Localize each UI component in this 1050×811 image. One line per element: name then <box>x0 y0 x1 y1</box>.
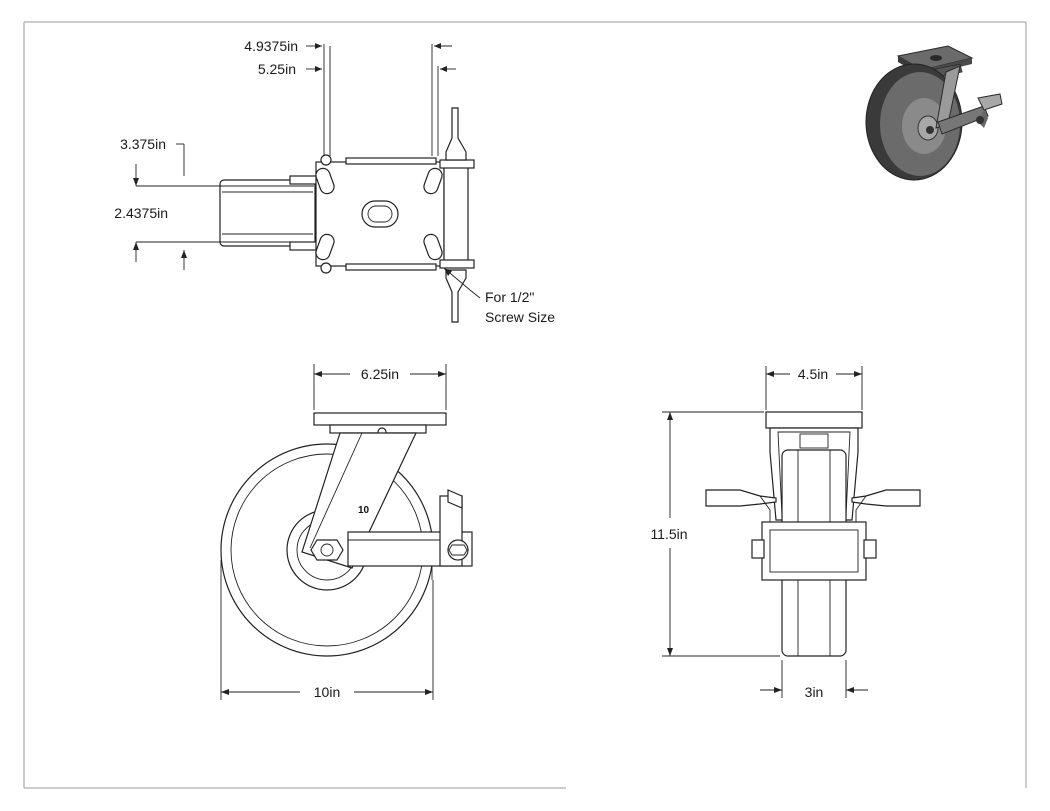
dim-wheel-width: 3in <box>805 684 824 700</box>
dim-overall-height: 11.5in <box>650 526 687 542</box>
isometric-render <box>865 45 1003 181</box>
dim-top-plate-width: 6.25in <box>361 366 399 382</box>
plate-slot <box>423 233 443 261</box>
side-view: 10 6.25in 10in <box>220 364 473 700</box>
screw-note-line2: Screw Size <box>485 309 555 325</box>
top-view: 4.9375in 5.25in 3.375in 2.4375in For 1/2… <box>114 38 555 325</box>
screw-note-line1: For 1/2" <box>485 289 534 305</box>
front-axle-housing <box>761 521 867 581</box>
dim-plate-hole-spacing-short: 2.4375in <box>114 205 168 221</box>
top-view-wheel <box>219 179 316 247</box>
dim-wheel-diameter: 10in <box>314 684 340 700</box>
front-view: 4.5in 11.5in 3in <box>650 366 921 700</box>
plate-slot <box>315 167 335 195</box>
sheet-border <box>23 21 1027 789</box>
plate-slot <box>423 167 443 195</box>
side-fork-leg <box>301 432 417 569</box>
front-brake-pedal-right <box>851 489 921 507</box>
dim-plate-width: 3.375in <box>120 136 166 152</box>
dim-top-plate-depth: 4.5in <box>798 366 828 382</box>
front-top-plate <box>765 411 863 429</box>
plate-slot <box>315 233 335 261</box>
side-hub-label: 10 <box>358 505 370 516</box>
dim-plate-hole-spacing-long: 4.9375in <box>244 38 298 54</box>
kingpin-slot <box>361 200 399 228</box>
side-axle-nut <box>310 539 344 561</box>
front-brake-pedal-left <box>705 489 777 507</box>
dim-plate-length: 5.25in <box>258 61 296 77</box>
brake-rail <box>443 163 469 265</box>
side-top-plate <box>313 412 447 426</box>
